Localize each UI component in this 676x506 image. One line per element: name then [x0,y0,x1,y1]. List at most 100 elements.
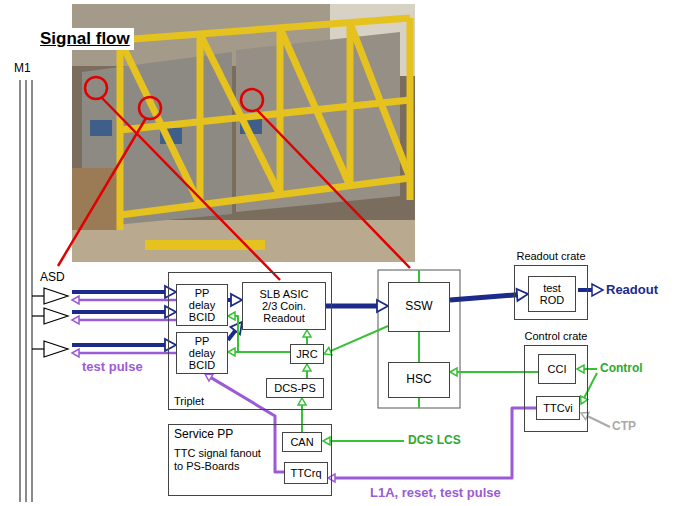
connector [72,286,176,298]
ssw-crate-frame [378,270,460,408]
connector-line [450,295,517,300]
box-label: TTCvi [543,402,572,414]
connector [419,332,420,362]
arrow-head [303,364,311,371]
asd-group: ASD [40,270,72,362]
connector-line [72,343,165,347]
connector-line [72,310,165,314]
triplet-board: Triplet PP delay BCID PP delay BCID SLB ASI… [168,272,332,410]
ttcvi-box: TTCvi [536,396,580,420]
m1-chamber-bars [20,80,44,502]
hsc-box: HSC [388,362,450,398]
signal-name: test pulse [82,360,143,374]
buffer-triangle [44,288,68,304]
connector [228,348,290,356]
connector-line [72,290,165,294]
connector [72,349,176,357]
arrow-head [517,289,528,301]
signal-name: Readout [606,283,658,297]
arrow-head [165,286,176,298]
box-label: DCS-PS [274,382,316,394]
slb-asic-box: SLB ASIC 2/3 Coin. Readout [242,282,326,330]
ttcrq-box: TTCrq [284,462,328,484]
board-heading: Service PP [174,428,233,442]
signal-name: CTP [612,420,636,433]
box-label: JRC [296,348,317,360]
arrow-head [165,339,176,351]
arrow-head [72,316,79,324]
connector [328,408,536,482]
signal-name: Control [600,362,643,375]
connector [72,339,176,351]
connector [324,326,388,355]
readout-crate: Readout cratetest ROD [514,250,588,320]
ctp-in-arrow [581,412,610,427]
box-label: PP delay BCID [184,335,220,372]
connector-line [228,331,235,340]
arrow-head [165,306,176,318]
arrow-head [377,300,388,312]
connector [298,398,306,432]
connector-line [335,408,536,478]
arrow-head [450,368,457,376]
connector [228,294,242,306]
connector-line [418,332,420,362]
arrow-head [72,296,79,304]
arrow-head [205,374,213,381]
connector [72,306,176,318]
board-label: Triplet [174,395,204,407]
arrow-head [303,330,311,337]
box-label: CCI [548,363,567,375]
arrow-head [231,294,242,306]
box-label: TTCrq [290,467,321,479]
connector-line [79,352,176,355]
arrow-head [231,322,242,334]
diagram-title: Signal flow [36,28,134,50]
rod-box: test ROD [528,276,576,312]
buffer-triangle [44,341,68,357]
connector [450,289,528,301]
box-label: SSW [405,300,432,313]
chamber-label: M1 [14,62,31,75]
connector-line [79,299,176,302]
arrow-head [228,348,235,356]
connector-line [330,326,388,351]
can-box: CAN [282,432,322,452]
connector-line [306,371,308,378]
connector [72,316,176,324]
connector-line [79,319,176,322]
control-crate: Control crateCCITTCvi [524,330,588,432]
pp-asic-box: PP delay BCID [176,332,228,374]
cci-box: CCI [538,354,576,384]
arrow-head [324,348,332,355]
signal-name: L1A, reset, test pulse [370,486,501,500]
connector-line [306,337,308,344]
buffer-triangle [44,308,68,324]
group-heading: ASD [40,270,65,284]
connector [303,364,311,378]
leader-lines [58,98,410,280]
connector [228,322,242,340]
readout-out-arrow [578,284,603,296]
box-label: PP delay BCID [184,287,220,324]
ssw-box: SSW [388,282,450,332]
control-in-arrows [577,365,597,404]
board-note: TTC signal fanout to PS-Boards [174,447,266,472]
box-label: SLB ASIC 2/3 Coin. Readout [254,288,314,325]
jrc-box: JRC [290,344,324,364]
connector [326,300,388,312]
pp-asic-box: PP delay BCID [176,284,228,326]
connector-line [457,371,538,373]
connector [72,296,176,304]
arrow-head [298,398,306,405]
box-label: test ROD [537,282,567,307]
arrow-head [228,312,235,320]
crate-heading: Control crate [512,330,600,342]
dcs-ps-box: DCS-PS [266,378,324,398]
service-pp-board: Service PP TTC signal fanout to PS-Boards… [168,424,332,496]
arrow-head [72,349,79,357]
signal-name: DCS LCS [408,434,461,447]
dcs-lcs-arrow [323,437,404,445]
connector-line [326,304,377,309]
